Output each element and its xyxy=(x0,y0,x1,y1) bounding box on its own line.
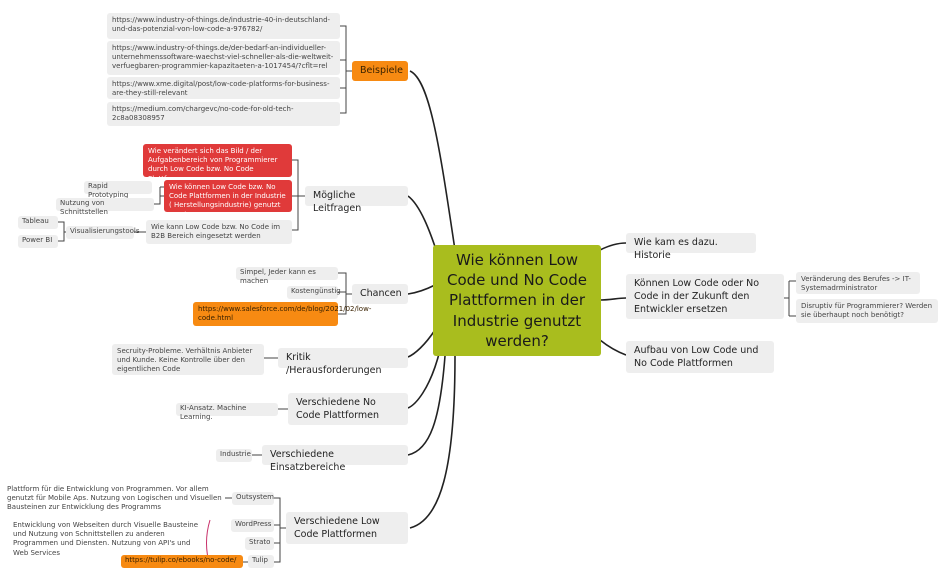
question-node[interactable]: Wie verändert sich das Bild / der Aufgab… xyxy=(143,144,292,183)
link-salesforce[interactable]: https://www.salesforce.com/de/blog/2021/… xyxy=(193,302,371,326)
leaf-visualisierungstools[interactable]: Visualisierungstools xyxy=(66,226,139,239)
leaf-ki-ansatz[interactable]: KI-Ansatz. Machine Learning. xyxy=(176,403,278,421)
branch-historie[interactable]: Wie kam es dazu. Historie xyxy=(626,233,756,261)
branch-einsatz[interactable]: Verschiedene Einsatzbereiche xyxy=(262,445,408,473)
leaf-tableau[interactable]: Tableau xyxy=(18,216,58,229)
branch-leitfragen[interactable]: Mögliche Leitfragen xyxy=(305,186,408,214)
leaf-tulip[interactable]: Tulip xyxy=(248,555,274,568)
link-node[interactable]: https://www.industry-of-things.de/der-be… xyxy=(107,41,340,75)
branch-chancen[interactable]: Chancen xyxy=(352,284,408,304)
leaf-outsystem[interactable]: Outsystem xyxy=(232,492,274,505)
link-node[interactable]: https://medium.com/chargevc/no-code-for-… xyxy=(107,102,340,126)
branch-nocode[interactable]: Verschiedene No Code Plattformen xyxy=(288,393,408,425)
question-node[interactable]: Wie können Low Code bzw. No Code Plattfo… xyxy=(164,180,292,219)
leaf-disruptiv[interactable]: Disruptiv für Programmierer? Werden sie … xyxy=(796,299,938,323)
leaf-industrie[interactable]: Industrie xyxy=(216,449,252,462)
leaf-powerbi[interactable]: Power BI xyxy=(18,235,58,248)
branch-ersetzen[interactable]: Können Low Code oder No Code in der Zuku… xyxy=(626,274,784,319)
central-topic-label: Wie können Low Code und No Code Plattfor… xyxy=(446,250,588,351)
leaf-beruf[interactable]: Veränderung des Berufes -> IT-Systemadrm… xyxy=(796,272,920,294)
link-node[interactable]: https://www.industry-of-things.de/indust… xyxy=(107,13,340,39)
desc-web: Entwicklung von Webseiten durch Visuelle… xyxy=(13,521,199,557)
leaf-kostenguenstig[interactable]: Kostengünstig xyxy=(287,286,341,299)
leaf-wordpress[interactable]: WordPress xyxy=(231,519,274,532)
leaf-simpel[interactable]: Simpel, Jeder kann es machen xyxy=(236,267,338,285)
branch-beispiele[interactable]: Beispiele xyxy=(352,61,408,81)
leaf-schnittstellen[interactable]: Nutzung von Schnittstellen xyxy=(56,198,154,216)
leaf-rapid-prototyping[interactable]: Rapid Prototyping xyxy=(84,181,152,199)
link-tulip[interactable]: https://tulip.co/ebooks/no-code/ xyxy=(121,555,243,568)
central-topic[interactable]: Wie können Low Code und No Code Plattfor… xyxy=(433,245,601,356)
question-node[interactable]: Wie kann Low Code bzw. No Code im B2B Be… xyxy=(146,220,292,244)
link-node[interactable]: https://www.xme.digital/post/low-code-pl… xyxy=(107,77,340,99)
leaf-strato[interactable]: Strato xyxy=(245,537,274,550)
branch-aufbau[interactable]: Aufbau von Low Code und No Code Plattfor… xyxy=(626,341,774,373)
desc-outsystem: Plattform für die Entwicklung von Progra… xyxy=(7,485,222,512)
branch-kritik[interactable]: Kritik /Herausforderungen xyxy=(278,348,408,376)
leaf-kritik[interactable]: Secruity-Probleme. Verhältnis Anbieter u… xyxy=(112,344,264,375)
branch-lowcode[interactable]: Verschiedene Low Code Plattformen xyxy=(286,512,408,544)
